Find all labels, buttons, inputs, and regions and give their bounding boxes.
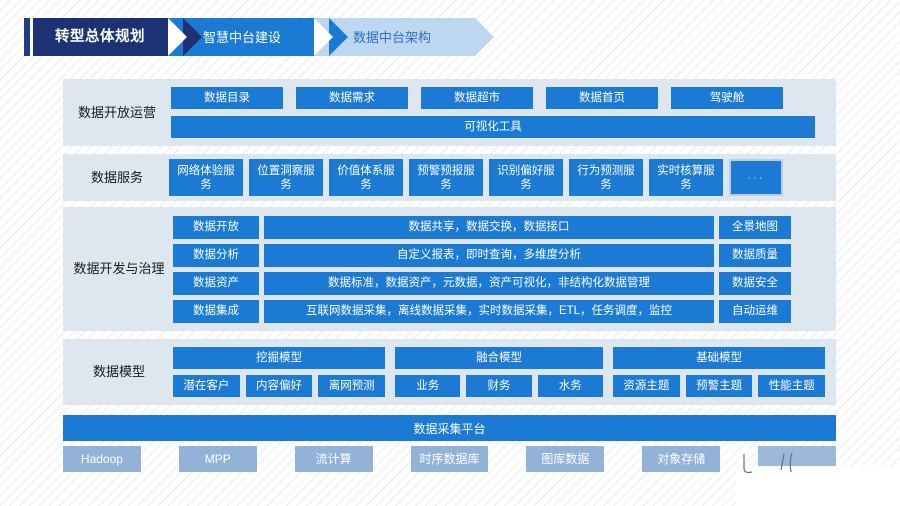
block-visualization-tools[interactable]: 可视化工具 [171,116,815,138]
section-data-service: 数据服务 网络体验服务 位置洞察服务 价值体系服务 预警预报服务 识别偏好服务 … [63,154,836,201]
block-auto-ops[interactable]: 自动运维 [719,299,791,323]
block-data-supermarket[interactable]: 数据超市 [421,87,533,109]
block-finance[interactable]: 财务 [466,375,532,397]
model-group-fusion: 融合模型 业务 财务 水务 [395,347,604,397]
block-cockpit[interactable]: 驾驶舱 [671,87,783,109]
block-object-storage[interactable]: 对象存储 [642,446,721,472]
section-label-data-service: 数据服务 [90,169,143,185]
block-data-analysis-desc[interactable]: 自定义报表，即时查询，多维度分析 [264,243,714,267]
model-group-mining: 挖掘模型 潜在客户 内容偏好 离网预测 [173,347,386,397]
block-location-insight-service[interactable]: 位置洞察服务 [249,159,323,196]
open-operation-content: 数据目录 数据需求 数据超市 数据首页 驾驶舱 可视化工具 [171,87,815,138]
breadcrumb-item-transformation-plan[interactable]: 转型总体规划 [33,18,202,56]
block-data-integration-desc[interactable]: 互联网数据采集，离线数据采集，实时数据采集，ETL，任务调度，监控 [264,299,714,323]
dev-governance-lines: 数据开放 数据共享，数据交换，数据接口 数据分析 自定义报表，即时查询，多维度分… [173,215,714,323]
block-data-quality[interactable]: 数据质量 [719,243,791,267]
governance-line: 数据集成 互联网数据采集，离线数据采集，实时数据采集，ETL，任务调度，监控 [173,299,714,323]
block-data-homepage[interactable]: 数据首页 [546,87,658,109]
block-data-open[interactable]: 数据开放 [173,215,259,239]
breadcrumb: 转型总体规划 智慧中台建设 数据中台架构 [24,18,494,56]
governance-line: 数据资产 数据标准，数据资产，元数据，资产可视化，非结构化数据管理 [173,271,714,295]
block-resource-topic[interactable]: 资源主题 [613,375,680,397]
model-group-subs: 潜在客户 内容偏好 离网预测 [173,375,386,397]
block-value-system-service[interactable]: 价值体系服务 [329,159,403,196]
governance-line: 数据分析 自定义报表，即时查询，多维度分析 [173,243,714,267]
breadcrumb-item-label: 数据中台架构 [353,29,432,45]
block-business[interactable]: 业务 [395,375,461,397]
block-alert-topic[interactable]: 预警主题 [685,375,753,397]
governance-line: 数据开放 数据共享，数据交换，数据接口 [173,215,714,239]
block-hadoop[interactable]: Hadoop [63,446,141,472]
pen-stroke-artifact [743,452,793,474]
block-data-open-desc[interactable]: 数据共享，数据交换，数据接口 [264,215,714,239]
section-tech-stack: Hadoop MPP 流计算 时序数据库 图库数据 对象存储 [63,446,837,472]
section-dev-governance: 数据开发与治理 数据开放 数据共享，数据交换，数据接口 数据分析 自定义报表，即… [63,207,836,331]
model-group-subs: 业务 财务 水务 [395,375,603,397]
dev-governance-side-items: 全景地图 数据质量 数据安全 自动运维 [719,215,791,323]
block-data-requirement[interactable]: 数据需求 [296,87,408,109]
block-more-services[interactable]: ··· [729,159,783,196]
section-open-operation: 数据开放运营 数据目录 数据需求 数据超市 数据首页 驾驶舱 可视化工具 [63,79,836,146]
open-operation-items: 数据目录 数据需求 数据超市 数据首页 驾驶舱 [171,87,815,109]
block-fusion-model[interactable]: 融合模型 [395,347,604,369]
breadcrumb-accent-bar [24,18,30,56]
block-potential-customer[interactable]: 潜在客户 [173,375,240,397]
model-group-basic: 基础模型 资源主题 预警主题 性能主题 [613,347,826,397]
block-behavior-prediction-service[interactable]: 行为预测服务 [569,159,643,196]
block-realtime-accounting-service[interactable]: 实时核算服务 [649,159,723,196]
block-data-integration[interactable]: 数据集成 [173,299,259,323]
breadcrumb-item-label: 智慧中台建设 [203,29,282,45]
block-data-security[interactable]: 数据安全 [719,271,791,295]
section-label-dev-governance: 数据开发与治理 [73,261,165,276]
block-data-asset-desc[interactable]: 数据标准，数据资产，元数据，资产可视化，非结构化数据管理 [264,271,714,295]
section-data-model: 数据模型 挖掘模型 潜在客户 内容偏好 离网预测 融合模型 业务 财务 水务 基 [63,339,836,405]
block-performance-topic[interactable]: 性能主题 [758,375,826,397]
block-basic-model[interactable]: 基础模型 [613,347,826,369]
section-label-data-model: 数据模型 [92,364,145,379]
block-churn-prediction[interactable]: 离网预测 [318,375,386,397]
data-model-groups: 挖掘模型 潜在客户 内容偏好 离网预测 融合模型 业务 财务 水务 基础模型 资… [173,347,826,397]
block-data-asset[interactable]: 数据资产 [173,271,259,295]
section-label-open-operation: 数据开放运营 [77,104,156,120]
data-service-items: 网络体验服务 位置洞察服务 价值体系服务 预警预报服务 识别偏好服务 行为预测服… [169,159,783,196]
block-stream-computing[interactable]: 流计算 [294,446,373,472]
block-data-collection-platform[interactable]: 数据采集平台 [63,415,836,441]
block-mpp[interactable]: MPP [178,446,257,472]
block-data-catalog[interactable]: 数据目录 [171,87,283,109]
block-preference-recognition-service[interactable]: 识别偏好服务 [489,159,563,196]
block-water-affairs[interactable]: 水务 [537,375,603,397]
breadcrumb-item-label: 转型总体规划 [55,28,145,45]
block-network-experience-service[interactable]: 网络体验服务 [169,159,243,196]
block-mining-model[interactable]: 挖掘模型 [173,347,385,369]
white-overlay-artifact [736,466,900,506]
block-data-analysis[interactable]: 数据分析 [173,243,259,267]
block-graph-db[interactable]: 图库数据 [526,446,605,472]
model-group-subs: 资源主题 预警主题 性能主题 [613,375,826,397]
block-panorama-map[interactable]: 全景地图 [719,215,791,239]
block-timeseries-db[interactable]: 时序数据库 [410,446,489,472]
block-content-preference[interactable]: 内容偏好 [245,375,313,397]
block-alert-forecast-service[interactable]: 预警预报服务 [409,159,483,196]
